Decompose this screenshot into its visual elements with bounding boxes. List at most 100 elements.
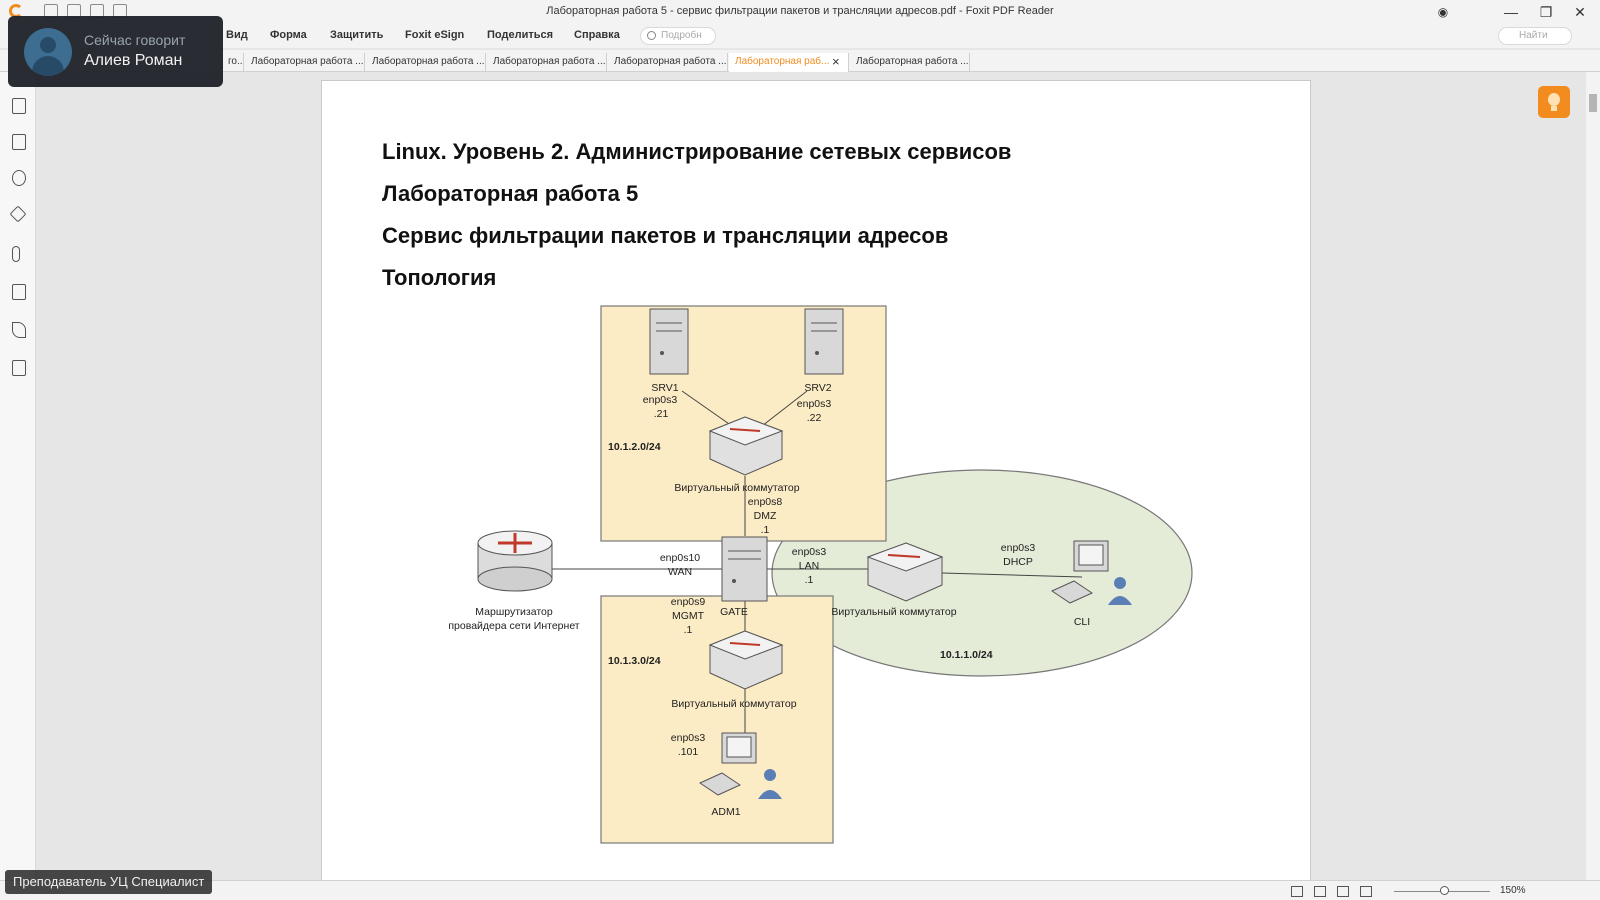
avatar (24, 28, 72, 76)
continuous-page-icon[interactable] (1314, 886, 1326, 897)
vertical-scrollbar[interactable] (1586, 72, 1600, 880)
search-input[interactable]: Найти (1498, 27, 1572, 45)
facing-page-icon[interactable] (1337, 886, 1349, 897)
comments-icon[interactable] (12, 170, 26, 186)
speaker-name: Алиев Роман (84, 52, 183, 69)
adm1-iface: enp0s3 (671, 732, 706, 744)
menu-protect[interactable]: Защитить (330, 29, 384, 41)
zoom-slider-thumb[interactable] (1440, 886, 1449, 895)
signature-icon[interactable] (12, 322, 26, 338)
tab-document[interactable]: го... (222, 53, 244, 72)
teacher-label: Преподаватель УЦ Специалист (5, 870, 213, 894)
menu-view[interactable]: Вид (226, 29, 248, 41)
tab-document[interactable]: Лабораторная работа ... (850, 53, 970, 72)
srv2-addr: .22 (807, 412, 822, 424)
gate-wan-zone: WAN (668, 566, 692, 578)
topology-heading: Топология (382, 265, 497, 290)
gate-lan-addr: .1 (805, 574, 814, 586)
dmz-switch-label: Виртуальный коммутатор (674, 482, 799, 494)
scrollbar-thumb[interactable] (1589, 94, 1597, 112)
security-lock-icon[interactable] (12, 284, 26, 300)
srv2-name: SRV2 (804, 382, 831, 394)
router-label-line2: провайдера сети Интернет (448, 620, 579, 632)
search-placeholder: Найти (1519, 30, 1548, 41)
tell-me-input[interactable]: Подробн (640, 27, 716, 45)
title-bar: Лабораторная работа 5 - сервис фильтраци… (0, 0, 1600, 24)
menu-form[interactable]: Форма (270, 29, 307, 41)
close-tab-icon[interactable]: × (832, 54, 840, 69)
attachment-icon[interactable] (12, 246, 20, 262)
speaker-caption: Сейчас говорит (84, 32, 186, 48)
adm1-addr: .101 (678, 746, 699, 758)
doc-title: Linux. Уровень 2. Администрирование сете… (382, 139, 1012, 164)
srv1-server-icon (649, 308, 689, 375)
gate-lan-zone: LAN (799, 560, 819, 572)
cli-workstation-icon (1050, 540, 1132, 605)
mgmt-switch-label: Виртуальный коммутатор (671, 698, 796, 710)
isp-router-icon (477, 530, 553, 592)
srv1-iface: enp0s3 (643, 394, 678, 406)
ribbon-menu: Вид Форма Защитить Foxit eSign Поделитьс… (0, 24, 1600, 48)
gate-lan-iface: enp0s3 (792, 546, 827, 558)
mgmt-zone (600, 595, 834, 844)
cli-iface: enp0s3 (1001, 542, 1036, 554)
tell-me-placeholder: Подробн (661, 30, 702, 41)
document-tabs: го... Лабораторная работа ... Лабораторн… (0, 50, 1600, 72)
minimize-button[interactable]: — (1504, 4, 1518, 20)
tab-document[interactable]: Лабораторная работа ... (487, 53, 607, 72)
tab-document[interactable]: Лабораторная работа ... (366, 53, 486, 72)
status-bar: 150% (0, 880, 1600, 900)
tab-document[interactable]: Лабораторная работа ... (245, 53, 365, 72)
account-icon[interactable]: ◉ (1437, 5, 1449, 19)
gate-mgmt-zone: MGMT (672, 610, 705, 622)
dmz-network-label: 10.1.2.0/24 (608, 441, 661, 453)
gate-dmz-iface: enp0s8 (748, 496, 783, 508)
links (547, 390, 1083, 741)
gate-dmz-zone: DMZ (754, 510, 777, 522)
cli-mode: DHCP (1003, 556, 1033, 568)
window-title: Лабораторная работа 5 - сервис фильтраци… (546, 5, 1054, 17)
menu-foxit-esign[interactable]: Foxit eSign (405, 29, 465, 41)
tab-document-active[interactable]: Лабораторная раб... (729, 53, 849, 72)
adm1-name: ADM1 (711, 806, 740, 818)
dmz-switch-icon (708, 416, 784, 476)
gate-name: GATE (720, 606, 748, 618)
adm1-workstation-icon (698, 732, 782, 799)
document-properties-icon[interactable] (12, 360, 26, 376)
lab-subject: Сервис фильтрации пакетов и трансляции а… (382, 223, 949, 248)
lan-switch-icon (866, 542, 944, 602)
speaker-overlay: Сейчас говорит Алиев Роман (8, 16, 223, 87)
document-viewer[interactable]: Linux. Уровень 2. Администрирование сете… (37, 72, 1586, 880)
lightbulb-icon (647, 31, 656, 40)
restore-button[interactable]: ❐ (1539, 4, 1553, 20)
network-topology-diagram: 10.1.2.0/24 10.1.3.0/24 10.1.1.0/24 SRV1… (448, 305, 1193, 844)
srv1-name: SRV1 (651, 382, 678, 394)
gate-dmz-addr: .1 (761, 524, 770, 536)
srv2-server-icon (804, 308, 844, 375)
menu-help[interactable]: Справка (574, 29, 620, 41)
cli-name: CLI (1074, 616, 1090, 628)
router-label-line1: Маршрутизатор (475, 606, 553, 618)
gate-wan-iface: enp0s10 (660, 552, 700, 564)
tab-document[interactable]: Лабораторная работа ... (608, 53, 728, 72)
close-window-button[interactable]: ✕ (1574, 4, 1586, 20)
continuous-facing-icon[interactable] (1360, 886, 1372, 897)
layers-icon[interactable] (9, 205, 27, 223)
menu-share[interactable]: Поделиться (487, 29, 554, 41)
tips-lightbulb-button[interactable] (1538, 86, 1570, 118)
lan-switch-label: Виртуальный коммутатор (831, 606, 956, 618)
gate-mgmt-addr: .1 (684, 624, 693, 636)
srv1-addr: .21 (654, 408, 669, 420)
srv2-iface: enp0s3 (797, 398, 832, 410)
single-page-icon[interactable] (1291, 886, 1303, 897)
lan-network-label: 10.1.1.0/24 (940, 649, 993, 661)
lab-number: Лабораторная работа 5 (382, 181, 639, 206)
bookmark-icon[interactable] (12, 98, 26, 114)
pages-icon[interactable] (12, 134, 26, 150)
gate-server-icon (721, 536, 768, 602)
zoom-level[interactable]: 150% (1500, 885, 1526, 896)
gate-mgmt-iface: enp0s9 (671, 596, 706, 608)
pdf-page: Linux. Уровень 2. Администрирование сете… (321, 80, 1311, 880)
navigation-panel (0, 72, 36, 880)
mgmt-network-label: 10.1.3.0/24 (608, 655, 661, 667)
